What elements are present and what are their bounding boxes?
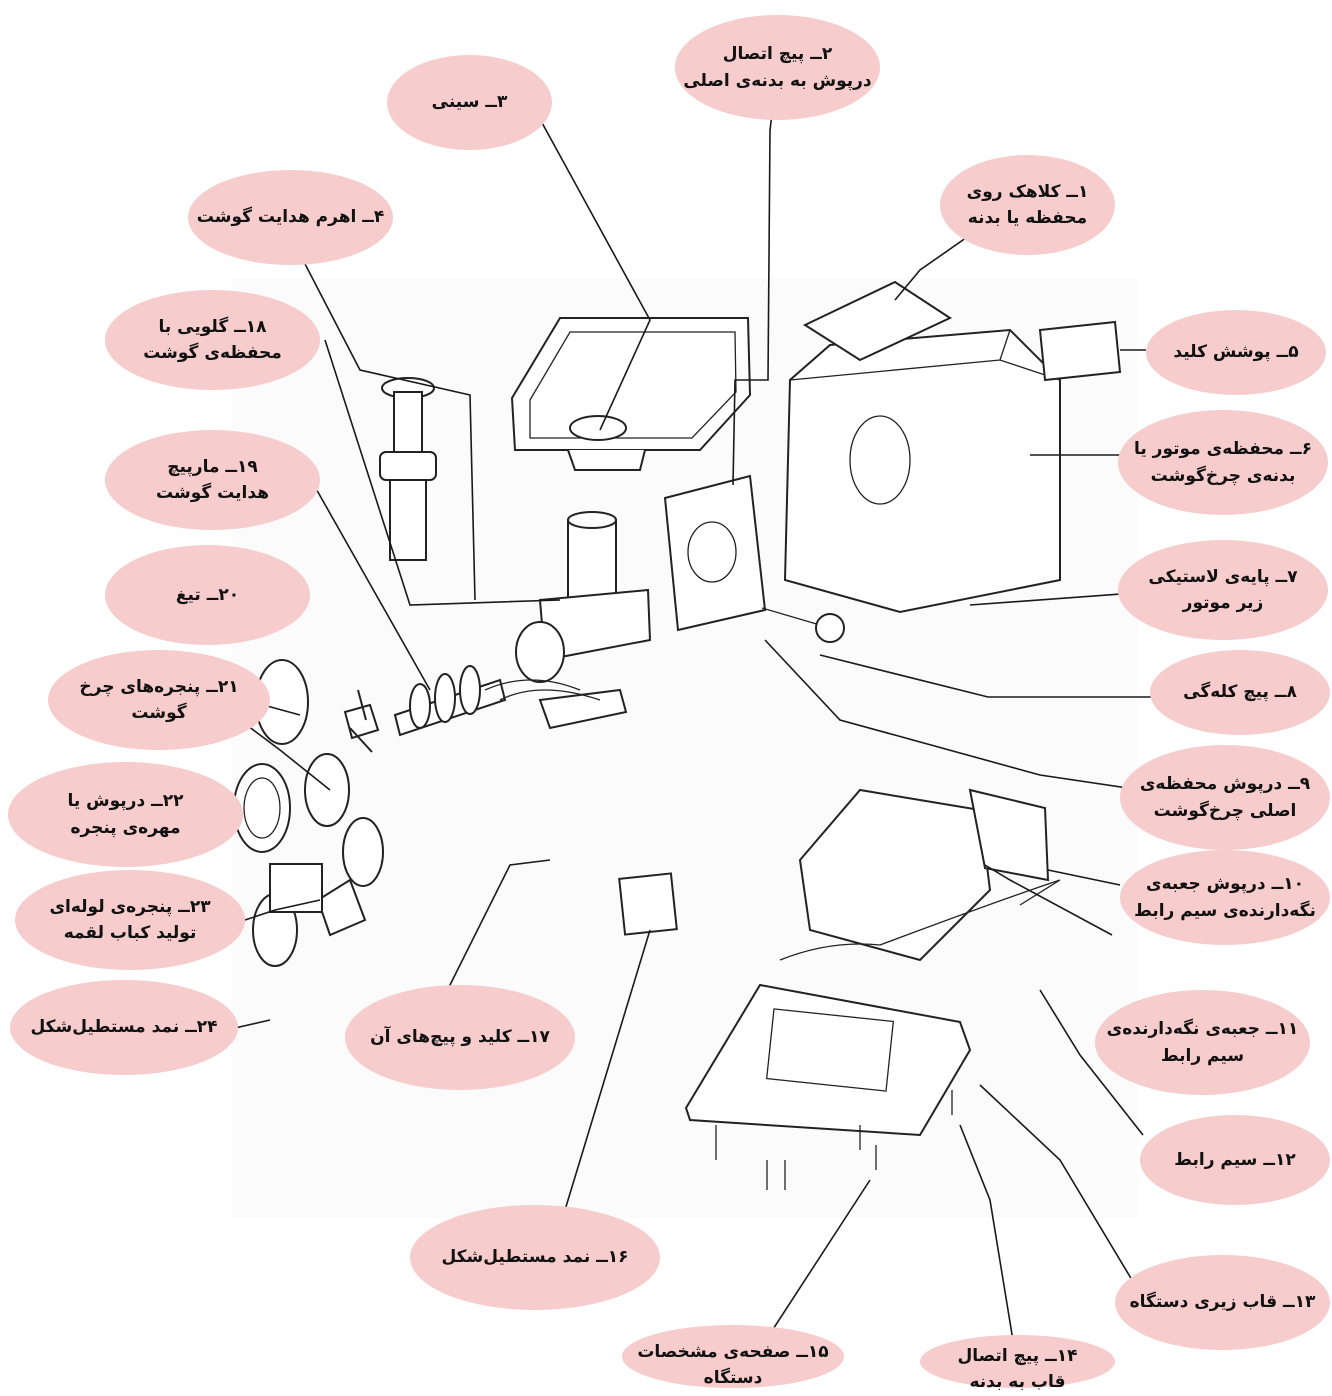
label-21-line2: گوشت	[131, 703, 187, 723]
label-part-8: ۸ــ پیچ کله‌گی	[1150, 650, 1330, 735]
motor-housing-part	[783, 328, 1061, 614]
label-15-line2: دستگاه	[703, 1368, 763, 1389]
label-part-20: ۲۰ــ تیغ	[105, 545, 310, 645]
top-cap-part	[802, 280, 953, 362]
label-7-line1: ۷ــ پایه‌ی لاستیکی	[1148, 566, 1298, 587]
cord-part	[779, 879, 1061, 961]
label-11-line1: ۱۱ــ جعبه‌ی نگه‌دارنده‌ی	[1106, 1019, 1299, 1040]
label-14-line1: ۱۴ــ پیچ اتصال	[957, 1346, 1078, 1366]
label-9-line2: اصلی چرخ‌گوشت	[1153, 800, 1297, 821]
label-part-11: ۱۱ــ جعبه‌ی نگه‌دارنده‌ی سیم رابط	[1095, 990, 1310, 1095]
label-18-line2: محفظه‌ی گوشت	[143, 343, 282, 363]
label-part-24: ۲۴ــ نمد مستطیل‌شکل	[10, 980, 238, 1075]
label-15-line1: ۱۵ــ صفحه‌ی مشخصات	[637, 1342, 829, 1362]
label-23-line1: ۲۳ــ پنجره‌ی لوله‌ای	[49, 896, 211, 917]
blade-part	[343, 689, 380, 753]
label-part-9: ۹ــ درپوش محفظه‌ی اصلی چرخ‌گوشت	[1120, 745, 1330, 850]
label-part-5: ۵ــ پوشش کلید	[1146, 310, 1326, 395]
label-part-3: ۳ــ سینی	[387, 55, 552, 150]
label-16-line1: ۱۶ــ نمد مستطیل‌شکل	[441, 1247, 629, 1268]
label-9-line1: ۹ــ درپوش محفظه‌ی	[1139, 774, 1311, 795]
label-part-13: ۱۳ــ قاب زیری دستگاه	[1115, 1255, 1330, 1350]
switch-cover-part	[1038, 320, 1122, 382]
label-2-line2: درپوش به بدنه‌ی اصلی	[683, 70, 872, 91]
label-part-22: ۲۲ــ درپوش یا مهره‌ی پنجره	[8, 762, 243, 867]
label-5-line1: ۵ــ پوشش کلید	[1173, 342, 1299, 363]
label-10-line1: ۱۰ــ درپوش جعبه‌ی	[1146, 874, 1304, 895]
tray-part	[510, 317, 752, 471]
label-part-23: ۲۳ــ پنجره‌ی لوله‌ای تولید کباب لقمه	[15, 870, 245, 970]
label-part-1: ۱ــ کلاهک روی محفظه یا بدنه	[940, 155, 1115, 255]
felt-pad-left-part	[269, 863, 323, 913]
label-19-line1: ۱۹ــ مارپیچ	[167, 456, 258, 477]
label-part-14: ۱۴ــ پیچ اتصال قاب به بدنه	[920, 1335, 1115, 1392]
label-1-line1: ۱ــ کلاهک روی	[966, 181, 1089, 202]
switch-part	[484, 679, 628, 730]
leader-lines	[234, 89, 1160, 1381]
label-11-line2: سیم رابط	[1160, 1045, 1245, 1066]
label-part-16: ۱۶ــ نمد مستطیل‌شکل	[410, 1205, 660, 1310]
feed-tube-part	[515, 511, 652, 683]
label-3-line1: ۳ــ سینی	[431, 92, 508, 113]
label-part-6: ۶ــ محفظه‌ی موتور یا بدنه‌ی چرخ‌گوشت	[1118, 410, 1328, 515]
label-22-line1: ۲۲ــ درپوش یا	[67, 791, 184, 812]
ring-nut-part	[233, 763, 291, 853]
pusher-part	[379, 377, 437, 561]
label-22-line2: مهره‌ی پنجره	[70, 817, 181, 838]
label-part-19: ۱۹ــ مارپیچ هدایت گوشت	[105, 430, 320, 530]
felt-pad-center-part	[618, 872, 678, 936]
screws-part	[715, 1090, 953, 1190]
label-21-line1: ۲۱ــ پنجره‌های چرخ	[79, 676, 239, 697]
label-18-line1: ۱۸ــ گلویی با	[158, 316, 267, 337]
label-part-2: ۲ــ پیچ اتصال درپوش به بدنه‌ی اصلی	[675, 15, 880, 120]
label-14-line2: قاب به بدنه	[969, 1372, 1066, 1393]
label-part-7: ۷ــ پایه‌ی لاستیکی زیر موتور	[1118, 540, 1328, 640]
label-1-line2: محفظه یا بدنه	[967, 208, 1088, 228]
label-part-4: ۴ــ اهرم هدایت گوشت	[188, 170, 393, 265]
base-part	[684, 983, 972, 1137]
worm-part	[393, 665, 507, 737]
label-part-18: ۱۸ــ گلویی با محفظه‌ی گوشت	[105, 290, 320, 390]
label-20-line1: ۲۰ــ تیغ	[175, 584, 240, 605]
cord-box-part	[798, 788, 1050, 962]
label-12-line1: ۱۲ــ سیم رابط	[1174, 1149, 1296, 1170]
label-17-line1: ۱۷ــ کلید و پیچ‌های آن	[370, 1027, 550, 1048]
label-part-15: ۱۵ــ صفحه‌ی مشخصات دستگاه	[622, 1325, 844, 1388]
label-part-10: ۱۰ــ درپوش جعبه‌ی نگه‌دارنده‌ی سیم رابط	[1120, 850, 1330, 945]
label-7-line2: زیر موتور	[1182, 593, 1264, 613]
label-13-line1: ۱۳ــ قاب زیری دستگاه	[1129, 1292, 1316, 1313]
front-cover-part	[663, 474, 767, 632]
label-part-21: ۲۱ــ پنجره‌های چرخ گوشت	[48, 650, 270, 750]
knob-part	[761, 607, 845, 643]
label-part-17: ۱۷ــ کلید و پیچ‌های آن	[345, 985, 575, 1090]
label-19-line2: هدایت گوشت	[156, 483, 269, 503]
plates-part	[255, 659, 384, 887]
label-24-line1: ۲۴ــ نمد مستطیل‌شکل	[30, 1017, 218, 1038]
label-23-line2: تولید کباب لقمه	[63, 923, 197, 943]
label-4-line1: ۴ــ اهرم هدایت گوشت	[196, 207, 385, 228]
label-6-line1: ۶ــ محفظه‌ی موتور یا	[1134, 439, 1313, 460]
label-10-line2: نگه‌دارنده‌ی سیم رابط	[1134, 900, 1316, 921]
label-6-line2: بدنه‌ی چرخ‌گوشت	[1150, 465, 1296, 486]
label-8-line1: ۸ــ پیچ کله‌گی	[1183, 682, 1297, 703]
label-part-12: ۱۲ــ سیم رابط	[1140, 1115, 1330, 1205]
label-2-line1: ۲ــ پیچ اتصال	[722, 44, 833, 65]
